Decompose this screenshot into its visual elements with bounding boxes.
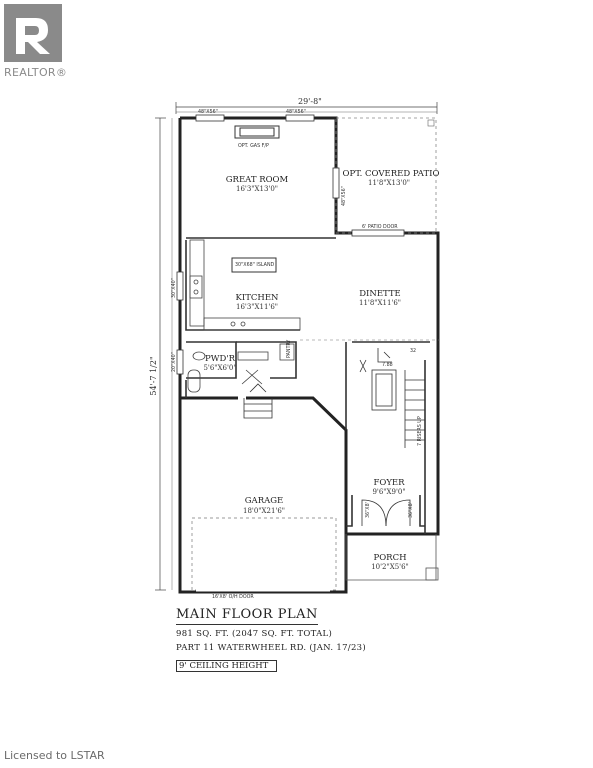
porch-name: PORCH bbox=[373, 553, 406, 563]
front-door-right-label: 36"X8' bbox=[408, 502, 414, 518]
patio-door bbox=[351, 229, 405, 237]
count-a-label: 32 bbox=[410, 348, 416, 354]
staircase bbox=[359, 348, 426, 448]
top-windows bbox=[195, 114, 315, 122]
overall-depth-label: 54'-7 1/2" bbox=[149, 356, 158, 395]
patio-door-label: 6' PATIO DOOR bbox=[362, 224, 398, 230]
plan-lot: PART 11 WATERWHEEL RD. (JAN. 17/23) bbox=[176, 643, 366, 653]
patio-side-window bbox=[332, 167, 340, 199]
dinette-dims: 11'8"X11'6" bbox=[359, 299, 401, 307]
hall-closet bbox=[237, 351, 269, 385]
realtor-logo: REALTOR® bbox=[4, 4, 68, 86]
garage-name: GARAGE bbox=[245, 496, 283, 506]
overall-depth-dimension bbox=[155, 117, 173, 591]
kitchen-island bbox=[231, 257, 277, 273]
porch-outline bbox=[345, 534, 439, 581]
kitchen-window bbox=[176, 271, 184, 301]
plan-area: 981 SQ. FT. (2047 SQ. FT. TOTAL) bbox=[176, 629, 333, 639]
covered-patio-dims: 11'8"X13'0" bbox=[368, 179, 410, 187]
window-right-label: 48"X56" bbox=[286, 109, 306, 115]
kitchen-name: KITCHEN bbox=[236, 293, 279, 303]
front-doors bbox=[361, 499, 411, 527]
window-left-label: 48"X56" bbox=[198, 109, 218, 115]
porch-dims: 10'2"X5'6" bbox=[371, 563, 409, 571]
realtor-logo-mark bbox=[4, 4, 62, 62]
stairs-label: 7 RISERS UP bbox=[417, 416, 423, 446]
kitchen-dims: 16'3"X11'6" bbox=[236, 303, 278, 311]
pwdr-dims: 5'6"X6'0" bbox=[203, 364, 236, 372]
great-room-dims: 16'3"X13'0" bbox=[236, 185, 278, 193]
patio-post bbox=[427, 119, 435, 127]
garage-door-swing bbox=[191, 517, 337, 591]
fireplace-label: OPT. GAS F/P bbox=[238, 143, 269, 149]
overall-width-label: 29'-8" bbox=[298, 97, 322, 106]
front-door-left-label: 36"X8' bbox=[365, 502, 371, 518]
realtor-logo-text: REALTOR® bbox=[4, 66, 68, 79]
fireplace bbox=[234, 125, 280, 139]
overall-width-dimension bbox=[175, 102, 438, 114]
garage-entry-steps bbox=[243, 383, 273, 419]
dinette-name: DINETTE bbox=[359, 289, 401, 299]
kitchen-window-label: 30"X40" bbox=[171, 278, 177, 298]
covered-patio-name: OPT. COVERED PATIO bbox=[343, 169, 440, 179]
foyer-dims: 9'6"X9'0" bbox=[372, 488, 405, 496]
license-credit: Licensed to LSTAR bbox=[4, 749, 105, 762]
plan-title-block: MAIN FLOOR PLAN 981 SQ. FT. (2047 SQ. FT… bbox=[176, 603, 436, 672]
pantry-label: PANTRY bbox=[286, 340, 292, 358]
pwdr-window-label: 20"X40" bbox=[171, 352, 177, 372]
great-room-name: GREAT ROOM bbox=[226, 175, 289, 185]
pwdr-window bbox=[176, 349, 184, 375]
foyer-name: FOYER bbox=[373, 478, 405, 488]
count-b-label: 7.88 bbox=[382, 362, 393, 368]
patio-window-label: 48"X56" bbox=[341, 186, 347, 206]
garage-door-label: 16'X8' O/H DOOR bbox=[212, 594, 254, 600]
ceiling-height-box: 9' CEILING HEIGHT bbox=[176, 660, 278, 672]
powder-room-fixtures bbox=[187, 351, 206, 393]
pwdr-name: PWD'R bbox=[205, 354, 236, 364]
garage-dims: 18'0"X21'6" bbox=[243, 507, 285, 515]
plan-title: MAIN FLOOR PLAN bbox=[176, 607, 318, 625]
kitchen-cabinets bbox=[189, 239, 301, 331]
island-label: 30"X68" ISLAND bbox=[235, 262, 275, 268]
pantry-box bbox=[279, 343, 295, 361]
